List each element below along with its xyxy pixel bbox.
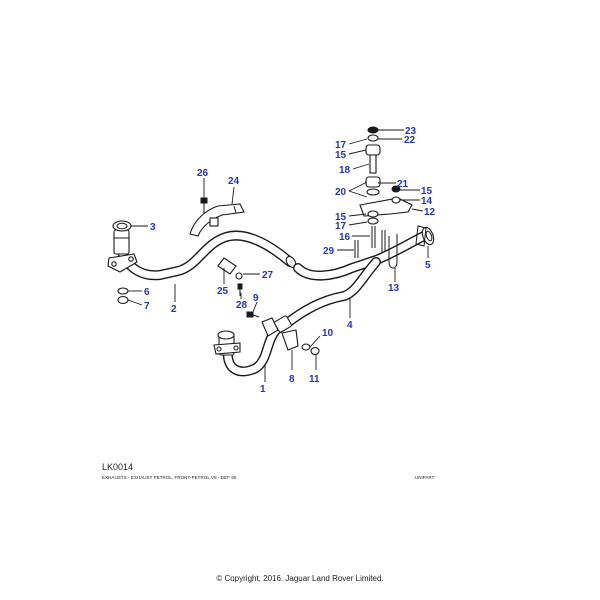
callout-11: 11 bbox=[309, 374, 320, 385]
u-bolt bbox=[388, 234, 398, 269]
callout-20: 20 bbox=[335, 187, 347, 198]
callout-9: 9 bbox=[253, 293, 259, 304]
washer bbox=[301, 343, 311, 351]
copyright-notice: © Copyright, 2016. Jaguar Land Rover Lim… bbox=[216, 574, 384, 583]
callout-6: 6 bbox=[144, 287, 150, 298]
callout-22: 22 bbox=[404, 135, 416, 146]
callout-18: 18 bbox=[339, 165, 351, 176]
stud bbox=[381, 230, 386, 252]
bolt bbox=[237, 283, 243, 290]
bolt bbox=[246, 311, 254, 318]
stud bbox=[354, 240, 359, 258]
nut bbox=[117, 295, 129, 305]
stud bbox=[371, 226, 376, 248]
callout-25: 25 bbox=[217, 286, 229, 297]
brand-label: UNIPART bbox=[415, 475, 435, 480]
callout-17a: 17 bbox=[335, 140, 347, 151]
leader-lines bbox=[127, 129, 429, 382]
callout-16: 16 bbox=[339, 232, 351, 243]
diagram-caption: EXHAUSTS - EXHAUST PETROL, FRONT-PETROL … bbox=[102, 475, 237, 480]
callout-2: 2 bbox=[171, 304, 177, 315]
callout-7: 7 bbox=[144, 301, 150, 312]
nut bbox=[235, 272, 243, 280]
callout-12: 12 bbox=[424, 207, 436, 218]
clamp-bracket bbox=[281, 329, 299, 351]
callout-3: 3 bbox=[150, 222, 156, 233]
callout-28: 28 bbox=[236, 300, 248, 311]
washer bbox=[391, 196, 401, 204]
callout-27: 27 bbox=[262, 270, 274, 281]
callout-14: 14 bbox=[421, 196, 433, 207]
callout-4: 4 bbox=[347, 320, 353, 331]
diagram-reference-code: LK0014 bbox=[102, 462, 134, 472]
callout-29: 29 bbox=[323, 246, 335, 257]
heat-shield bbox=[189, 203, 245, 237]
callout-5: 5 bbox=[425, 260, 431, 271]
callout-labels: 1 2 3 4 5 6 7 8 9 10 11 12 13 14 15 15 1… bbox=[144, 126, 436, 395]
front-pipe-left bbox=[107, 229, 297, 281]
gasket-bore bbox=[116, 222, 128, 230]
nut bbox=[391, 185, 401, 193]
callout-23: 23 bbox=[405, 126, 417, 137]
y-pipe bbox=[274, 231, 429, 333]
nut bbox=[310, 346, 320, 356]
gasket bbox=[112, 220, 132, 232]
callout-17b: 17 bbox=[335, 221, 347, 232]
callout-8: 8 bbox=[289, 374, 295, 385]
callout-15b: 15 bbox=[335, 150, 347, 161]
callout-15a: 15 bbox=[421, 186, 433, 197]
callout-24: 24 bbox=[228, 176, 240, 187]
callout-26: 26 bbox=[197, 168, 209, 179]
callout-21: 21 bbox=[397, 179, 409, 190]
callout-10: 10 bbox=[322, 328, 334, 339]
outlet-flange bbox=[415, 225, 435, 247]
callout-1: 1 bbox=[260, 384, 266, 395]
washer bbox=[117, 287, 129, 295]
callout-13: 13 bbox=[388, 283, 400, 294]
front-pipe-right bbox=[213, 319, 291, 377]
callout-15c: 15 bbox=[335, 212, 347, 223]
clip bbox=[217, 257, 237, 275]
